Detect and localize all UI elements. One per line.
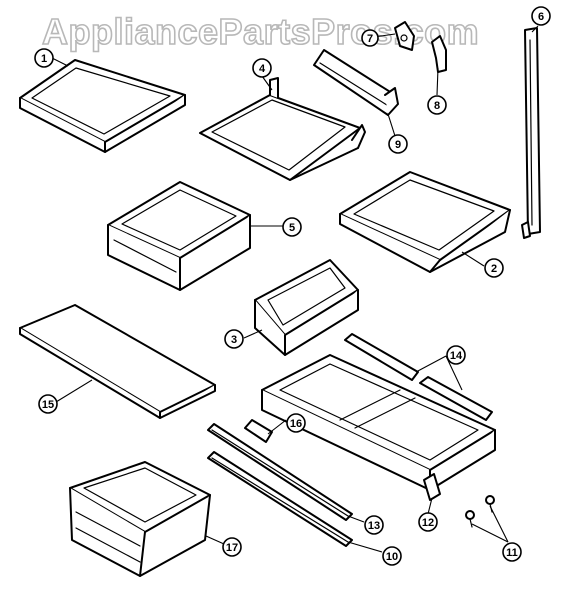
part-14-rails [344, 333, 493, 421]
part-13-rail [207, 423, 353, 521]
part-11-screws [465, 495, 495, 528]
part-8-clip [431, 35, 447, 73]
callout-label: 17 [226, 542, 238, 554]
callout-label: 10 [386, 551, 398, 563]
callout-label: 13 [368, 520, 380, 532]
part-2-shelf [339, 171, 511, 273]
callout-4: 4 [252, 58, 272, 78]
callout-label: 4 [259, 63, 266, 75]
part-4-shelf [199, 77, 366, 181]
part-17-drawer [69, 461, 211, 577]
callout-14: 14 [446, 345, 466, 365]
part-12-bracket [423, 473, 441, 501]
part-16-latch [244, 419, 273, 443]
callout-label: 14 [450, 350, 463, 362]
callout-11: 11 [502, 542, 522, 562]
callout-6: 6 [531, 6, 551, 26]
callout-label: 15 [42, 399, 54, 411]
callout-label: 8 [434, 100, 440, 112]
callout-2: 2 [484, 258, 504, 278]
part-9-channel [313, 49, 399, 116]
crisper-cover-frame [261, 354, 496, 491]
callout-17: 17 [222, 537, 242, 557]
callout-label: 7 [367, 33, 373, 45]
callout-label: 16 [290, 418, 302, 430]
callout-7: 7 [361, 29, 379, 47]
callout-label: 5 [289, 222, 295, 234]
callout-label: 9 [395, 139, 401, 151]
part-15-panel [19, 304, 216, 419]
callout-9: 9 [388, 134, 408, 154]
callout-10: 10 [382, 546, 402, 566]
callout-12: 12 [418, 512, 438, 532]
callout-label: 6 [538, 11, 544, 23]
callout-label: 12 [422, 517, 434, 529]
callout-label: 3 [231, 334, 237, 346]
part-5-drawer [107, 181, 251, 291]
callout-label: 11 [506, 547, 518, 559]
callout-13: 13 [364, 515, 384, 535]
callout-label: 1 [41, 53, 47, 65]
callout-16: 16 [286, 413, 306, 433]
part-1-shelf [19, 59, 186, 153]
callout-label: 2 [491, 263, 497, 275]
callout-5: 5 [282, 217, 302, 237]
part-3-bin [254, 259, 359, 356]
callout-1: 1 [34, 48, 54, 68]
callout-3: 3 [224, 329, 244, 349]
part-6-rail [521, 27, 541, 239]
part-7-bracket [394, 21, 415, 51]
callout-8: 8 [427, 95, 447, 115]
leader-lines [51, 25, 539, 553]
part-10-rail [207, 451, 353, 547]
callout-15: 15 [38, 394, 58, 414]
